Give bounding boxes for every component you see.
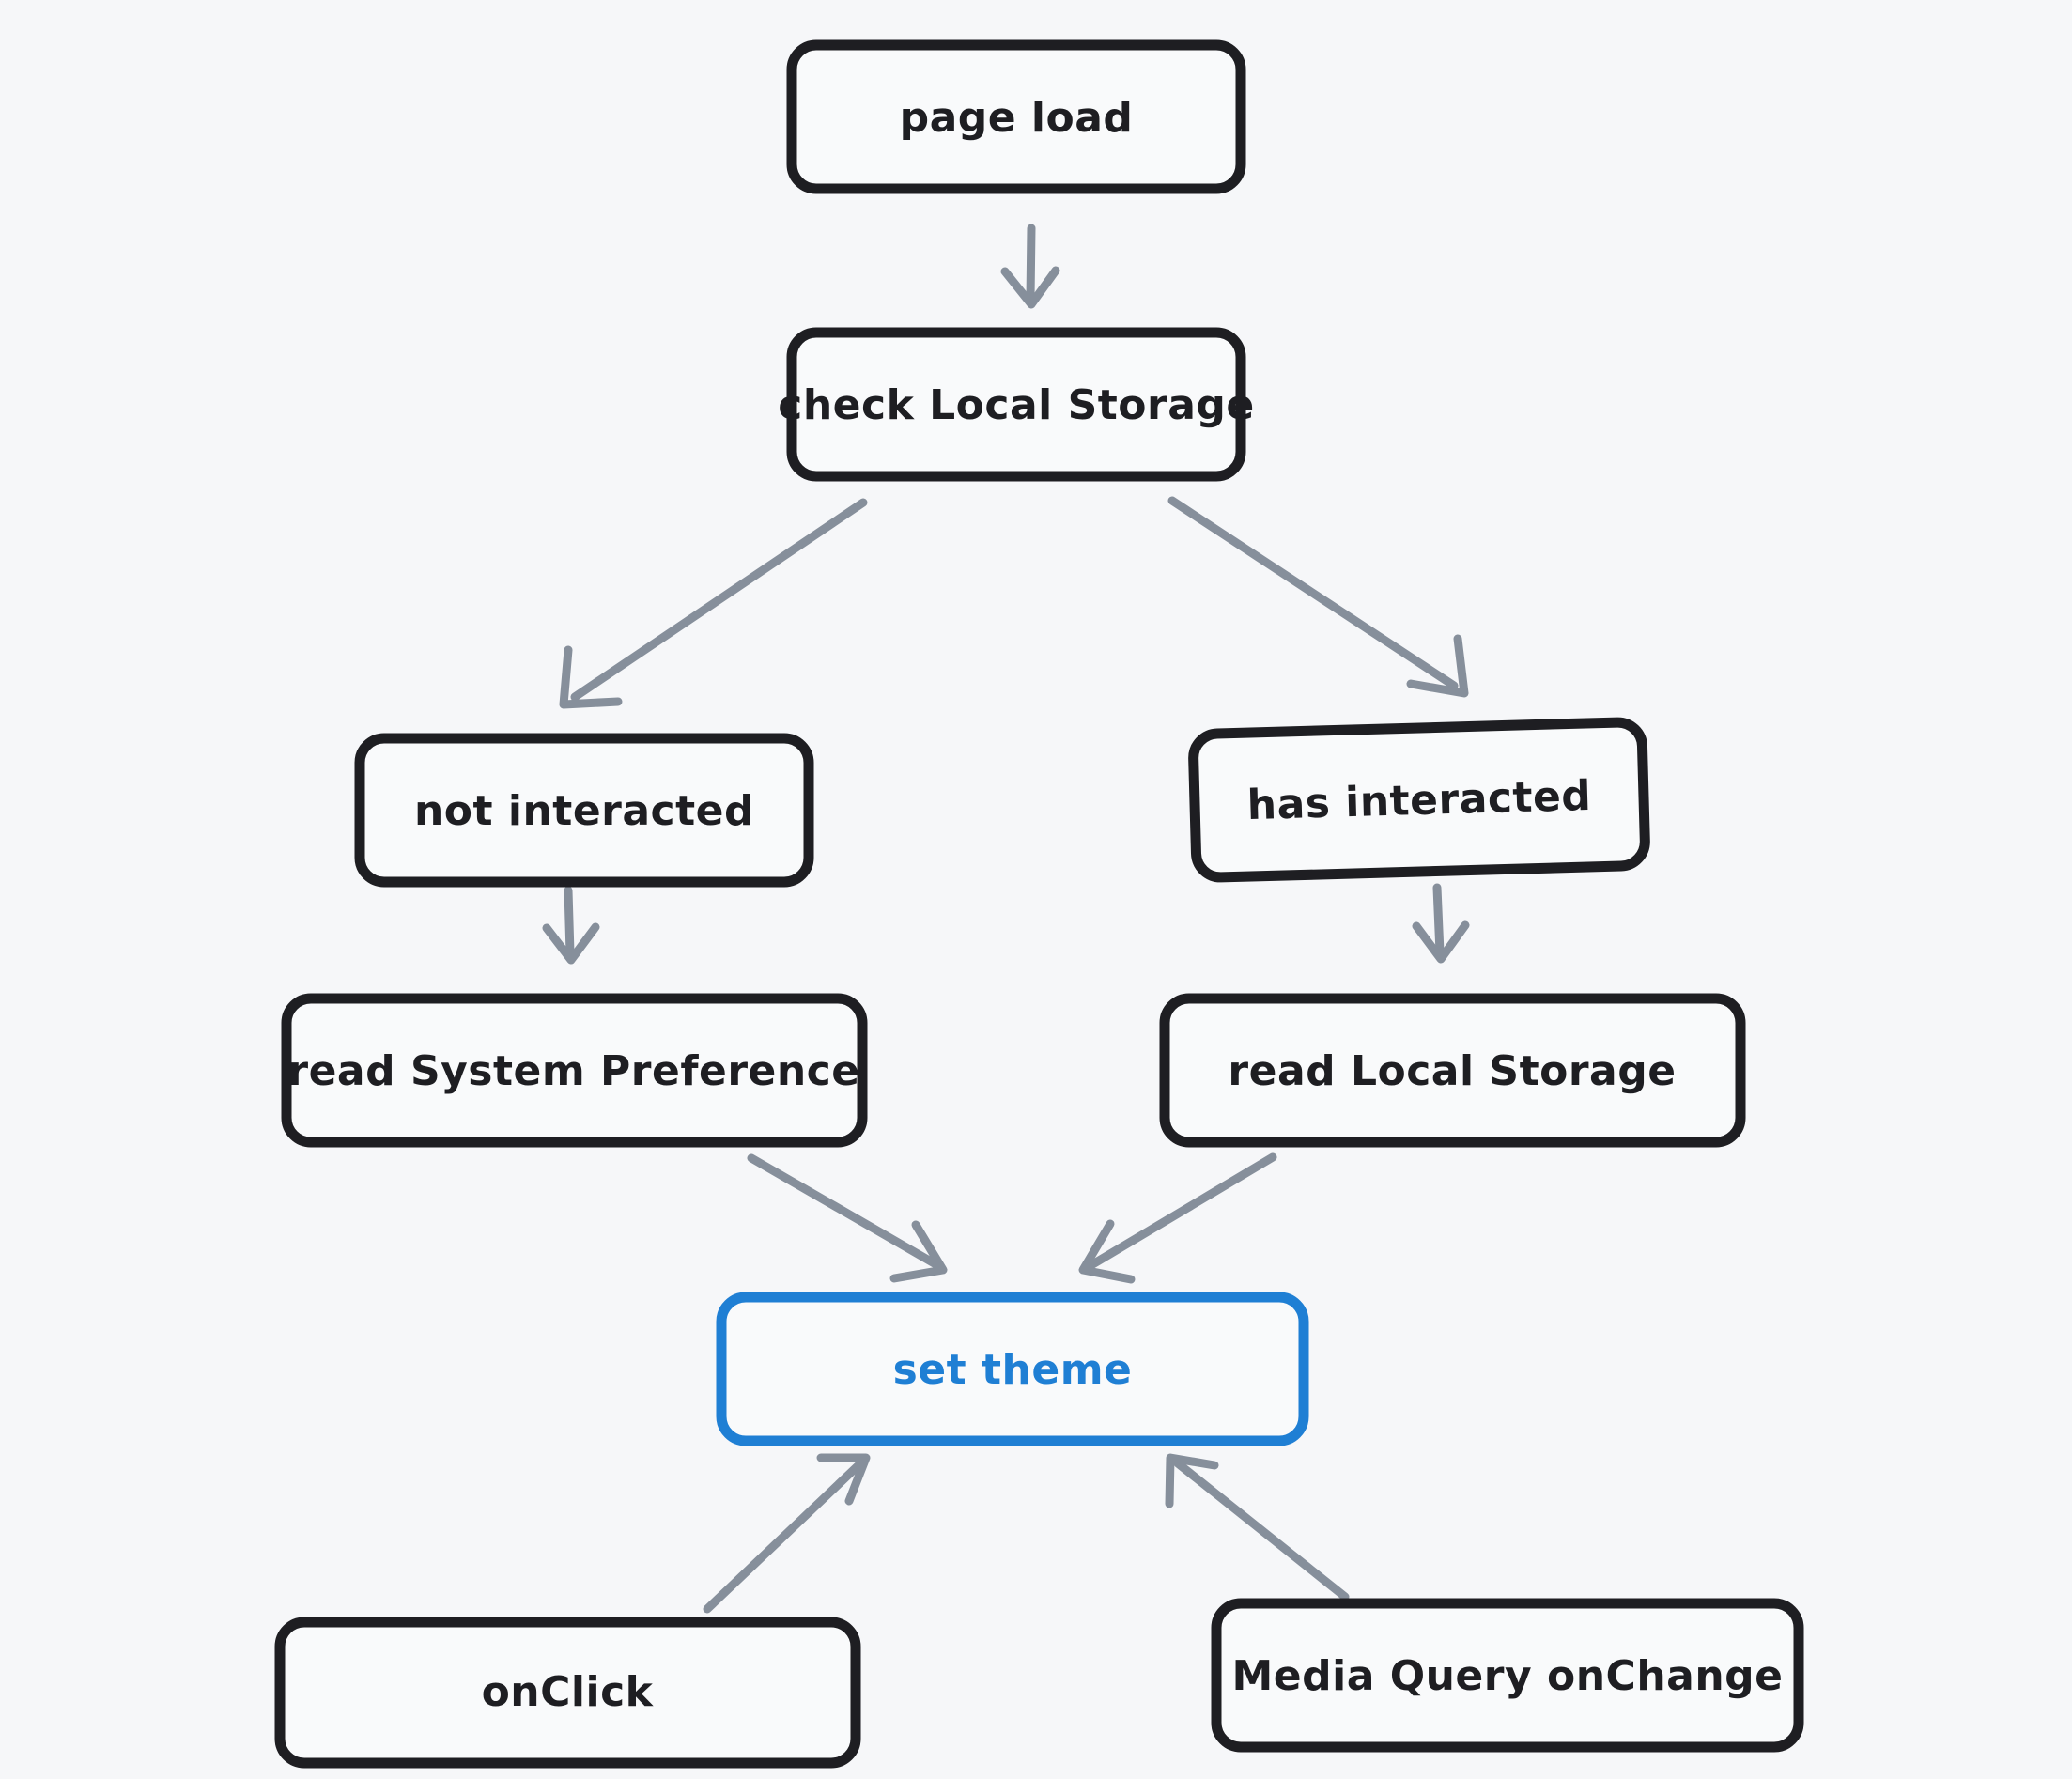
node-on-click-box[interactable]	[274, 1617, 861, 1769]
node-on-click-label: onClick	[482, 1668, 655, 1716]
node-media-query-onchange[interactable]: Media Query onChange	[1211, 1598, 1804, 1753]
edge-page-load-to-check	[1000, 224, 1060, 309]
node-not-interacted[interactable]: not interacted	[354, 733, 814, 888]
edge-localstorage-to-settheme	[1078, 1152, 1277, 1284]
node-not-interacted-label: not interacted	[414, 787, 754, 835]
node-set-theme-label: set theme	[893, 1346, 1133, 1394]
edge-syspref-to-settheme	[747, 1153, 948, 1283]
node-has-interacted-box[interactable]	[1188, 717, 1650, 883]
node-media-query-onchange-label: Media Query onChange	[1231, 1652, 1783, 1700]
node-read-system-preference[interactable]: read System Preference	[281, 993, 868, 1148]
node-page-load-box[interactable]	[786, 39, 1246, 194]
edge-layer	[542, 224, 1470, 1614]
node-has-interacted[interactable]: has interacted	[1188, 717, 1650, 883]
node-media-query-onchange-box[interactable]	[1211, 1598, 1804, 1753]
node-check-local-storage[interactable]: check Local Storage	[778, 327, 1255, 482]
node-read-local-storage[interactable]: read Local Storage	[1159, 993, 1746, 1148]
node-set-theme-box[interactable]	[716, 1292, 1309, 1446]
node-check-local-storage-label: check Local Storage	[778, 381, 1255, 429]
node-read-system-preference-box[interactable]	[281, 993, 868, 1148]
node-layer: page load check Local Storage not intera…	[274, 39, 1804, 1769]
edge-has-to-localstorage	[1412, 883, 1470, 964]
edge-check-to-has-interacted	[1167, 496, 1469, 698]
edge-mediaquery-to-settheme	[1165, 1453, 1350, 1601]
edge-not-to-syspref	[542, 886, 600, 965]
node-not-interacted-box[interactable]	[354, 733, 814, 888]
node-on-click[interactable]: onClick	[274, 1617, 861, 1769]
node-check-local-storage-box[interactable]	[786, 327, 1246, 482]
node-set-theme[interactable]: set theme	[716, 1292, 1309, 1446]
edge-check-to-not-interacted	[559, 498, 868, 709]
edge-onclick-to-settheme	[703, 1453, 871, 1614]
node-has-interacted-label: has interacted	[1246, 772, 1592, 829]
node-read-local-storage-box[interactable]	[1159, 993, 1746, 1148]
node-page-load[interactable]: page load	[786, 39, 1246, 194]
node-read-local-storage-label: read Local Storage	[1228, 1047, 1676, 1095]
node-read-system-preference-label: read System Preference	[287, 1047, 859, 1095]
node-page-load-label: page load	[900, 94, 1134, 142]
